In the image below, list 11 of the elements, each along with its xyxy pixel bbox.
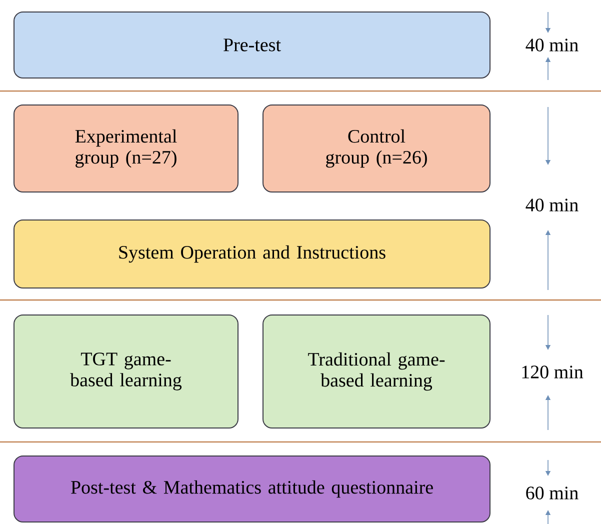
process-box: Traditional game-based learning (262, 314, 490, 428)
process-box: TGT game-based learning (14, 314, 238, 428)
duration-label: 40 min (526, 38, 578, 52)
process-box: Pre-test (14, 12, 490, 78)
process-box: Post-test & Mathematics attitude questionnaire (14, 456, 490, 522)
process-box: Experimental group (n=27) (14, 104, 238, 192)
duration-label: 60 min (526, 486, 578, 500)
duration-label: 120 min (522, 366, 584, 378)
process-box: Control group (n=26) (262, 104, 490, 192)
duration-label: 40 min (526, 198, 578, 212)
process-box: System Operation and Instructions (14, 220, 490, 288)
